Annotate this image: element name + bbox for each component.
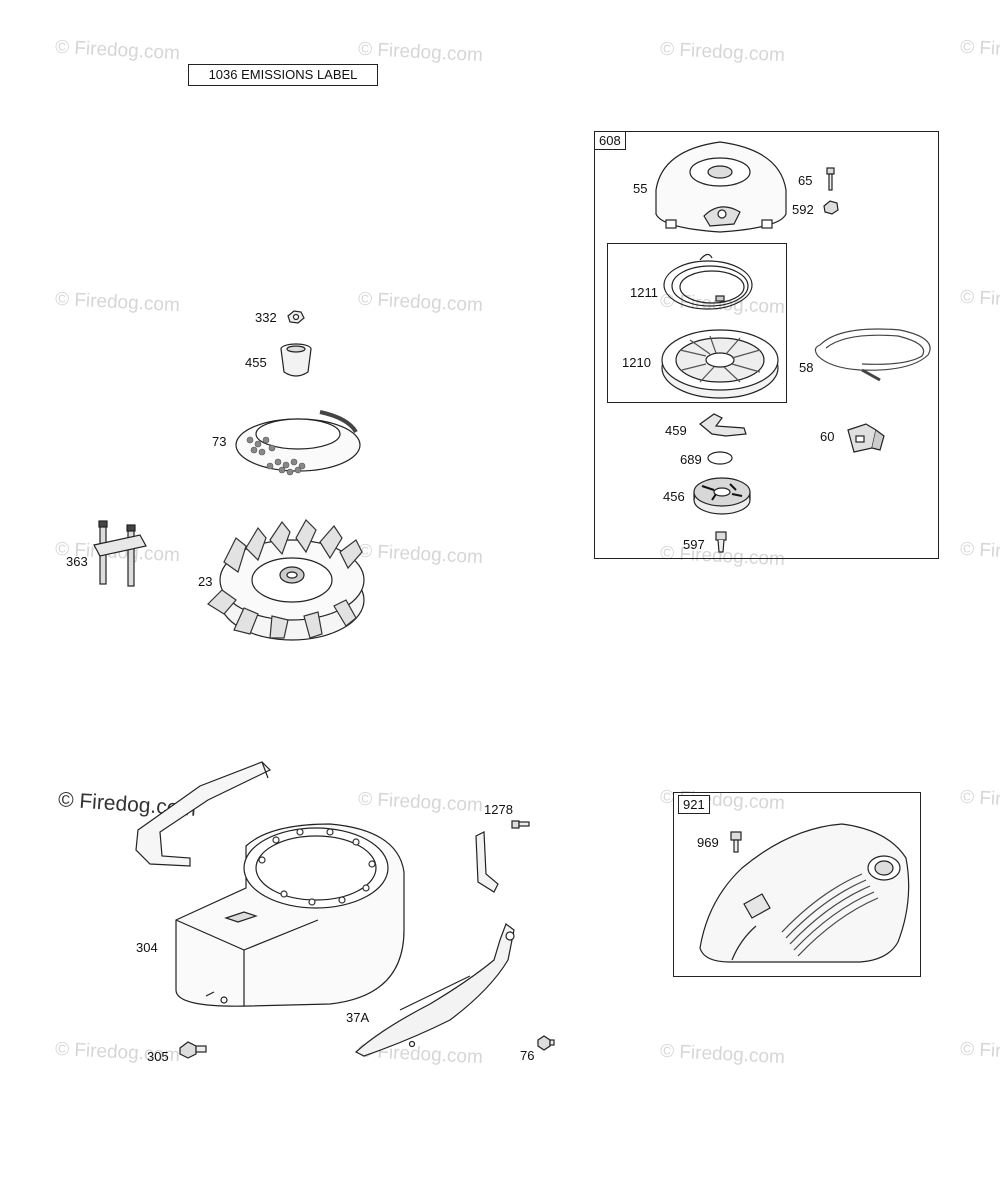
- callout-58: 58: [799, 360, 814, 375]
- callout-60: 60: [820, 429, 835, 444]
- callout-332: 332: [255, 310, 277, 325]
- callout-689: 689: [680, 452, 702, 467]
- callout-597: 597: [683, 537, 705, 552]
- retainer-689-drawing: [707, 451, 733, 465]
- dog-459-drawing: [699, 413, 747, 437]
- handle-60-drawing: [847, 423, 885, 453]
- callout-65: 65: [798, 173, 813, 188]
- rewind-spring-frame: [607, 243, 787, 403]
- callout-73: 73: [212, 434, 227, 449]
- callout-1278: 1278: [484, 802, 513, 817]
- nut-332-drawing: [287, 310, 305, 324]
- screen-73-drawing: [235, 410, 361, 476]
- emissions-label-box: 1036 EMISSIONS LABEL: [188, 64, 378, 86]
- bracket-363-drawing: [93, 520, 147, 587]
- screw-76-drawing: [537, 1035, 555, 1051]
- baffle-37A-drawing: [354, 923, 515, 1057]
- group-tag-921: 921: [678, 795, 710, 814]
- callout-363: 363: [66, 554, 88, 569]
- callout-592: 592: [792, 202, 814, 217]
- pulley-1210-drawing: [661, 329, 779, 399]
- callout-23: 23: [198, 574, 213, 589]
- callout-459: 459: [665, 423, 687, 438]
- screw-969-drawing: [730, 831, 742, 853]
- group-tag-608: 608: [594, 131, 626, 150]
- cup-455-drawing: [280, 343, 312, 377]
- callout-55: 55: [633, 181, 648, 196]
- bolt-305-drawing: [179, 1041, 207, 1059]
- callout-1210: 1210: [622, 355, 651, 370]
- air-guide-drawing: [135, 761, 272, 867]
- small-bracket-drawing: [475, 831, 499, 893]
- callout-37A: 37A: [346, 1010, 370, 1025]
- starter-assembly-frame: [594, 131, 939, 559]
- rope-58-drawing: [814, 328, 931, 382]
- screw-65-drawing: [826, 167, 835, 191]
- screw-597-drawing: [715, 531, 727, 553]
- housing-55-drawing: [655, 141, 787, 233]
- starter-cup-456-drawing: [693, 477, 751, 515]
- callout-305: 305: [147, 1049, 169, 1064]
- blower-housing-304-drawing: [175, 823, 405, 1007]
- callout-969: 969: [697, 835, 719, 850]
- engine-cover-921-drawing: [699, 823, 910, 963]
- spring-1211-drawing: [663, 253, 753, 310]
- callout-456: 456: [663, 489, 685, 504]
- callout-304: 304: [136, 940, 158, 955]
- nut-592-drawing: [823, 200, 839, 215]
- callout-1211: 1211: [630, 285, 658, 300]
- cover-assembly-frame: [673, 792, 921, 977]
- flywheel-23-drawing: [207, 519, 365, 641]
- callout-455: 455: [245, 355, 267, 370]
- screw-1278-drawing: [511, 820, 530, 829]
- callout-76: 76: [520, 1048, 535, 1063]
